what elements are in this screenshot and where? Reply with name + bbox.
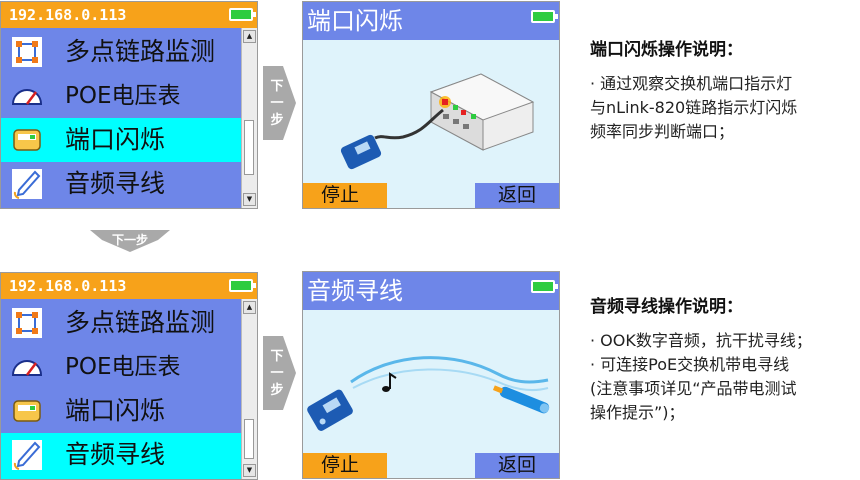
multi-link-icon: [12, 308, 42, 338]
scroll-down-arrow-icon[interactable]: ▼: [243, 193, 256, 206]
menu-item-audio-trace[interactable]: 音频寻线: [1, 433, 241, 479]
menu-label: POE电压表: [65, 83, 181, 109]
description-line: 频率同步判断端口；: [590, 122, 735, 141]
menu-item-poe-voltmeter[interactable]: POE电压表: [1, 74, 241, 118]
tester-device-icon: [340, 134, 382, 170]
port-flash-screen: 端口闪烁 停止 返回: [302, 1, 560, 209]
port-flash-description: 端口闪烁操作说明： · 通过观察交换机端口指示灯 与nLink-820链路指示灯…: [590, 38, 797, 144]
next-step-label: 下一步: [111, 233, 148, 247]
switch-icon: [429, 73, 535, 151]
step-char: 下: [270, 79, 284, 94]
port-flash-icon: [13, 129, 41, 151]
menu-scrollbar[interactable]: ▲ ▼: [241, 299, 257, 479]
menu-label: 音频寻线: [65, 169, 166, 198]
menu-item-multi-link[interactable]: 多点链路监测: [1, 301, 241, 345]
next-step-arrow: 下 一 步: [263, 66, 297, 140]
battery-icon: [229, 8, 256, 21]
battery-icon: [531, 280, 558, 293]
description-line: 操作提示”)；: [590, 403, 685, 422]
menu-item-multi-link[interactable]: 多点链路监测: [1, 30, 241, 74]
device-menu-top: 192.168.0.113 多点链路监测 POE电压表 端口闪烁 音频: [0, 1, 258, 209]
step-char: 步: [270, 383, 284, 398]
scroll-thumb[interactable]: [244, 120, 254, 175]
tester-device-icon: [307, 389, 353, 431]
menu-label: 多点链路监测: [65, 308, 216, 337]
port-flash-icon: [13, 400, 41, 422]
description-line: · 通过观察交换机端口指示灯: [590, 74, 793, 93]
screen-title: 音频寻线: [303, 272, 559, 310]
step-char: 下: [270, 349, 284, 364]
description-line: · 可连接PoE交换机带电寻线: [590, 355, 790, 374]
next-step-down-arrow: 下一步: [90, 230, 170, 252]
pen-probe-icon: [12, 440, 42, 470]
step-char: 步: [270, 113, 284, 128]
menu-item-audio-trace[interactable]: 音频寻线: [1, 162, 241, 208]
pen-probe-icon: [492, 385, 550, 414]
step-char: 一: [270, 366, 284, 381]
audio-trace-illustration: [307, 356, 550, 431]
stop-button[interactable]: 停止: [303, 453, 387, 478]
voltmeter-gauge-icon: [11, 89, 43, 105]
scroll-up-arrow-icon[interactable]: ▲: [243, 30, 256, 43]
scroll-up-arrow-icon[interactable]: ▲: [243, 301, 256, 314]
next-step-arrow: 下 一 步: [263, 336, 297, 410]
menu-label: POE电压表: [65, 354, 181, 380]
audio-trace-screen: 音频寻线 停止 返回: [302, 271, 560, 479]
port-flash-illustration: [340, 73, 535, 170]
back-button[interactable]: 返回: [475, 183, 559, 208]
menu-item-port-flash[interactable]: 端口闪烁: [1, 118, 241, 162]
description-heading: 端口闪烁操作说明：: [590, 40, 743, 60]
battery-icon: [229, 279, 256, 292]
menu-item-port-flash[interactable]: 端口闪烁: [1, 389, 241, 433]
audio-trace-description: 音频寻线操作说明： · OOK数字音频，抗干扰寻线； · 可连接PoE交换机带电…: [590, 295, 812, 425]
music-note-icon: [382, 372, 397, 392]
step-char: 一: [270, 96, 284, 111]
pen-probe-icon: [12, 169, 42, 199]
menu-label: 多点链路监测: [65, 37, 216, 66]
multi-link-icon: [12, 37, 42, 67]
device-menu-bottom: 192.168.0.113 多点链路监测 POE电压表 端口闪烁 音频: [0, 272, 258, 480]
ip-address: 192.168.0.113: [1, 2, 257, 28]
scroll-thumb[interactable]: [244, 419, 254, 459]
menu-label: 音频寻线: [65, 440, 166, 469]
description-line: (注意事项详见“产品带电测试: [590, 379, 797, 398]
voltmeter-gauge-icon: [11, 360, 43, 376]
scroll-down-arrow-icon[interactable]: ▼: [243, 464, 256, 477]
menu-label: 端口闪烁: [65, 125, 166, 154]
menu-item-poe-voltmeter[interactable]: POE电压表: [1, 345, 241, 389]
description-heading: 音频寻线操作说明：: [590, 297, 743, 317]
menu-scrollbar[interactable]: ▲ ▼: [241, 28, 257, 208]
stop-button[interactable]: 停止: [303, 183, 387, 208]
description-line: 与nLink-820链路指示灯闪烁: [590, 98, 798, 117]
battery-icon: [531, 10, 558, 23]
back-button[interactable]: 返回: [475, 453, 559, 478]
description-line: · OOK数字音频，抗干扰寻线；: [590, 331, 812, 350]
menu-label: 端口闪烁: [65, 396, 166, 425]
ip-address: 192.168.0.113: [1, 273, 257, 299]
screen-title: 端口闪烁: [303, 2, 559, 40]
